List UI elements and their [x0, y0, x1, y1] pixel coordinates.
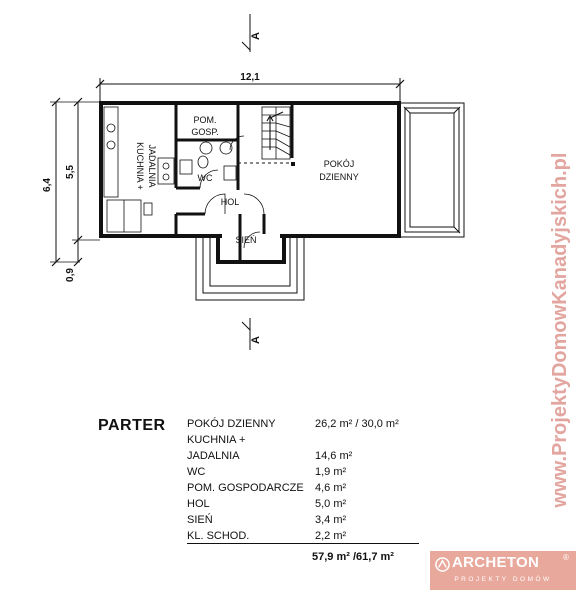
floor-plan: A A 12,1 6,4 5,5 0,9 — [42, 14, 465, 350]
room-label-kuchnia-2: JADALNIA — [147, 144, 157, 187]
area-row-name: SIEŃ — [187, 514, 213, 526]
area-row-name: JADALNIA — [187, 450, 240, 462]
dimension-height: 6,4 5,5 0,9 — [42, 97, 100, 282]
room-label-wc: WC — [198, 173, 213, 183]
room-label-pokoj-1: POKÓJ — [324, 159, 355, 169]
area-row-value: 1,9 m² — [315, 466, 347, 478]
utility-fixtures — [199, 141, 233, 155]
section-marker-bottom: A — [241, 318, 262, 350]
area-row-value: 14,6 m² — [315, 450, 353, 462]
area-row: KUCHNIA + — [187, 434, 427, 450]
room-label-sien: SIEŃ — [235, 235, 256, 245]
website-watermark: www.ProjektyDomowKanadyjskich.pl — [542, 80, 576, 580]
dimension-width-label: 12,1 — [240, 72, 260, 83]
area-row-value: 4,6 m² — [315, 482, 347, 494]
total-divider — [187, 543, 419, 544]
logo-emblem-icon — [435, 557, 450, 572]
logo-registered-mark: ® — [563, 553, 569, 562]
area-row-name: KUCHNIA + — [187, 434, 246, 446]
room-label-pom-gosp-1: POM. — [193, 115, 216, 125]
website-watermark-text: www.ProjektyDomowKanadyjskich.pl — [549, 153, 571, 509]
staircase — [261, 106, 291, 160]
area-row-value: 26,2 m² / 30,0 m² — [315, 418, 399, 430]
area-row: SIEŃ 3,4 m² — [187, 514, 427, 530]
room-label-pom-gosp-2: GOSP. — [191, 127, 218, 137]
dimension-height-total-label: 6,4 — [42, 178, 53, 192]
area-row-name: HOL — [187, 498, 210, 510]
area-row: WC 1,9 m² — [187, 466, 427, 482]
wc-fixtures — [179, 155, 237, 189]
column-marker — [291, 162, 295, 166]
area-row: KL. SCHOD. 2,2 m² — [187, 530, 427, 546]
kitchen-fixtures — [103, 106, 175, 233]
dimension-width: 12,1 — [95, 72, 405, 104]
dimension-height-vestibule-label: 0,9 — [65, 268, 76, 282]
section-marker-top: A — [241, 14, 262, 52]
logo-tagline: PROJEKTY DOMÓW — [454, 576, 552, 583]
archeton-logo: ARCHETON ® PROJEKTY DOMÓW — [430, 551, 576, 590]
area-total: 57,9 m² /61,7 m² — [312, 551, 394, 563]
vestibule-opening — [222, 234, 280, 239]
area-row-value: 3,4 m² — [315, 514, 347, 526]
floor-title: PARTER — [98, 417, 166, 434]
vestibule-walls — [216, 236, 286, 264]
terrace-right — [399, 102, 465, 238]
area-row-name: KL. SCHOD. — [187, 530, 250, 542]
area-row-value: 5,0 m² — [315, 498, 347, 510]
area-row-name: POM. GOSPODARCZE — [187, 482, 304, 494]
room-label-pokoj-2: DZIENNY — [319, 172, 359, 182]
section-marker-top-label: A — [250, 32, 262, 40]
area-row-name: POKÓJ DZIENNY — [187, 418, 276, 430]
area-row: POKÓJ DZIENNY 26,2 m² / 30,0 m² — [187, 418, 427, 434]
area-row: POM. GOSPODARCZE 4,6 m² — [187, 482, 427, 498]
area-row: JADALNIA 14,6 m² — [187, 450, 427, 466]
room-label-hol: HOL — [221, 197, 240, 207]
area-table: POKÓJ DZIENNY 26,2 m² / 30,0 m² KUCHNIA + J… — [187, 418, 427, 546]
doors — [204, 135, 265, 249]
logo-name: ARCHETON — [452, 554, 540, 571]
room-label-kuchnia-1: KUCHNIA + — [135, 142, 145, 190]
area-row-value: 2,2 m² — [315, 530, 347, 542]
section-marker-bottom-label: A — [250, 336, 262, 344]
dimension-height-main-label: 5,5 — [65, 165, 76, 179]
area-row-name: WC — [187, 466, 206, 478]
entrance-steps — [195, 236, 305, 301]
area-row: HOL 5,0 m² — [187, 498, 427, 514]
